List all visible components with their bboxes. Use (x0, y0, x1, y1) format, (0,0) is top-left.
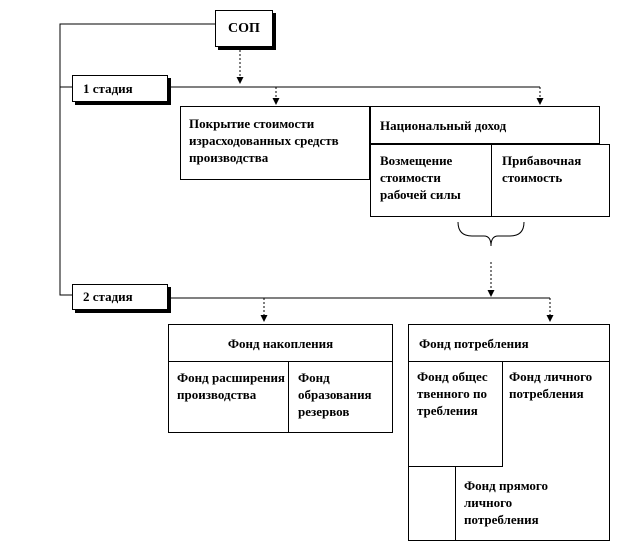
accumulation-fund-label: Фонд накопления (227, 336, 334, 351)
expansion-fund-label: Фонд расширения производства (177, 370, 285, 402)
public-consumption-label: Фонд общественного потребления (417, 369, 488, 418)
public-consumption-box: Фонд общественного потребления (408, 361, 503, 467)
cost-coverage-box: Покрытие стоимости израсходованных средс… (180, 106, 370, 180)
accumulation-fund-box: Фонд накопления (168, 324, 393, 362)
national-income-label: Национальный доход (380, 118, 507, 133)
sop-left-connector (59, 23, 215, 296)
direct-personal-consumption-box: Фонд прямого личного потребления (455, 467, 610, 541)
reserves-fund-label: Фонд образования резервов (298, 370, 372, 419)
cost-coverage-label: Покрытие стоимости израсходованных средс… (189, 116, 339, 165)
labor-compensation-label: Возмещение стоимости рабочей силы (380, 153, 461, 202)
surplus-value-label: Прибавочная стоимость (502, 153, 582, 185)
direct-personal-consumption-label: Фонд прямого личного потребления (464, 478, 548, 527)
labor-compensation-box: Возмещение стоимости рабочей силы (370, 144, 492, 217)
stage2-box: 2 стадия (72, 284, 168, 310)
consumption-fund-box: Фонд потребления (408, 324, 610, 362)
reserves-fund-box: Фонд образования резервов (288, 361, 393, 433)
stage1-label: 1 стадия (83, 81, 133, 96)
personal-consumption-label: Фонд личного потребления (509, 369, 593, 401)
stage1-box: 1 стадия (72, 75, 168, 102)
national-income-box: Национальный доход (370, 106, 600, 144)
sop-label: СОП (228, 21, 260, 36)
surplus-value-box: Прибавочная стоимость (491, 144, 610, 217)
stage2-label: 2 стадия (83, 289, 133, 304)
expansion-fund-box: Фонд расширения производства (168, 361, 289, 433)
curly-brace (457, 221, 525, 247)
consumption-fund-label: Фонд потребления (419, 336, 529, 351)
sop-box: СОП (215, 10, 273, 47)
